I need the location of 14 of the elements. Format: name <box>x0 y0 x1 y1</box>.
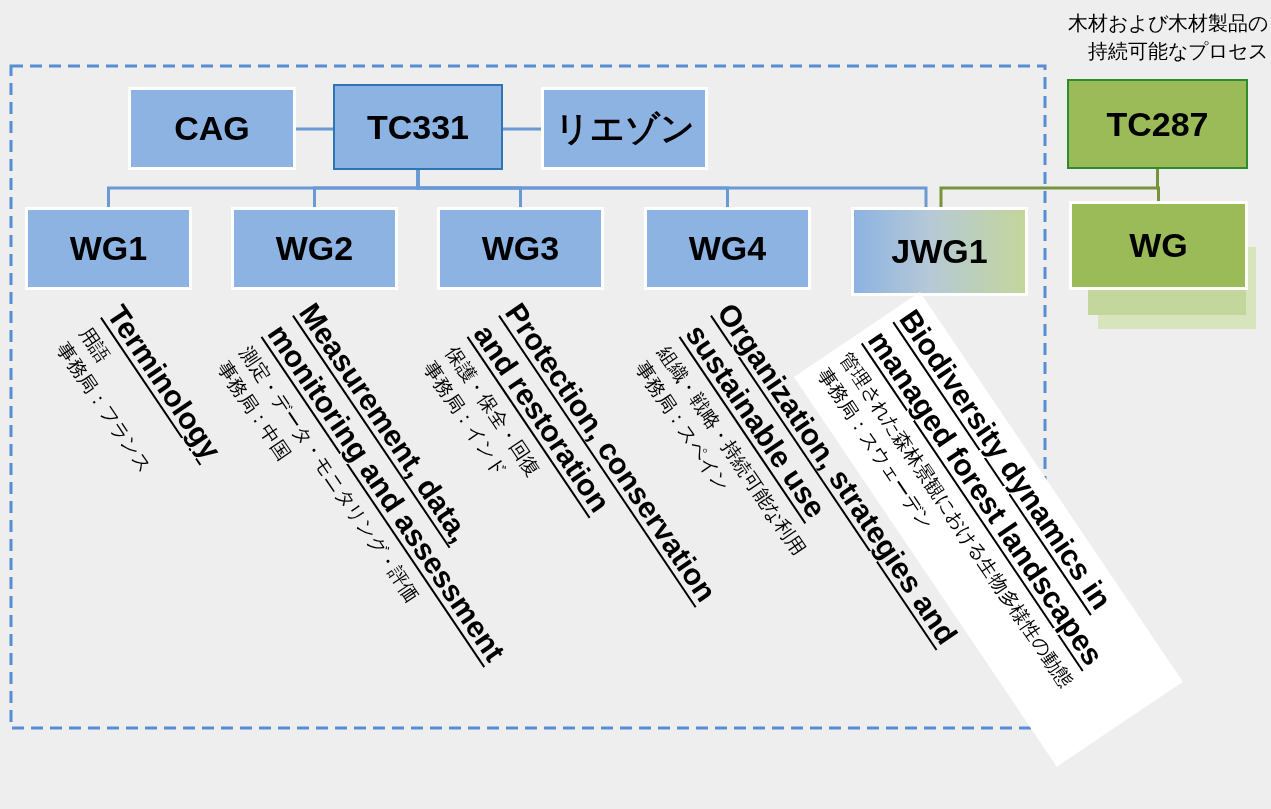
group-box: WG2 <box>231 207 398 290</box>
group-box: CAG <box>128 87 296 170</box>
group-box: WG3 <box>437 207 604 290</box>
group-box: WG <box>1069 201 1248 290</box>
group-box: JWG1 <box>851 207 1028 296</box>
connector-line <box>503 127 541 131</box>
group-box: WG1 <box>25 207 192 290</box>
committee-box: TC287 <box>1067 79 1248 169</box>
group-box: リエゾン <box>541 87 708 170</box>
group-box: WG4 <box>644 207 811 290</box>
committee-box: TC331 <box>333 84 503 170</box>
heading-text: 木材および木材製品の持続可能なプロセス <box>1067 10 1268 65</box>
connector-line <box>296 127 333 131</box>
connector-line <box>1156 169 1160 201</box>
